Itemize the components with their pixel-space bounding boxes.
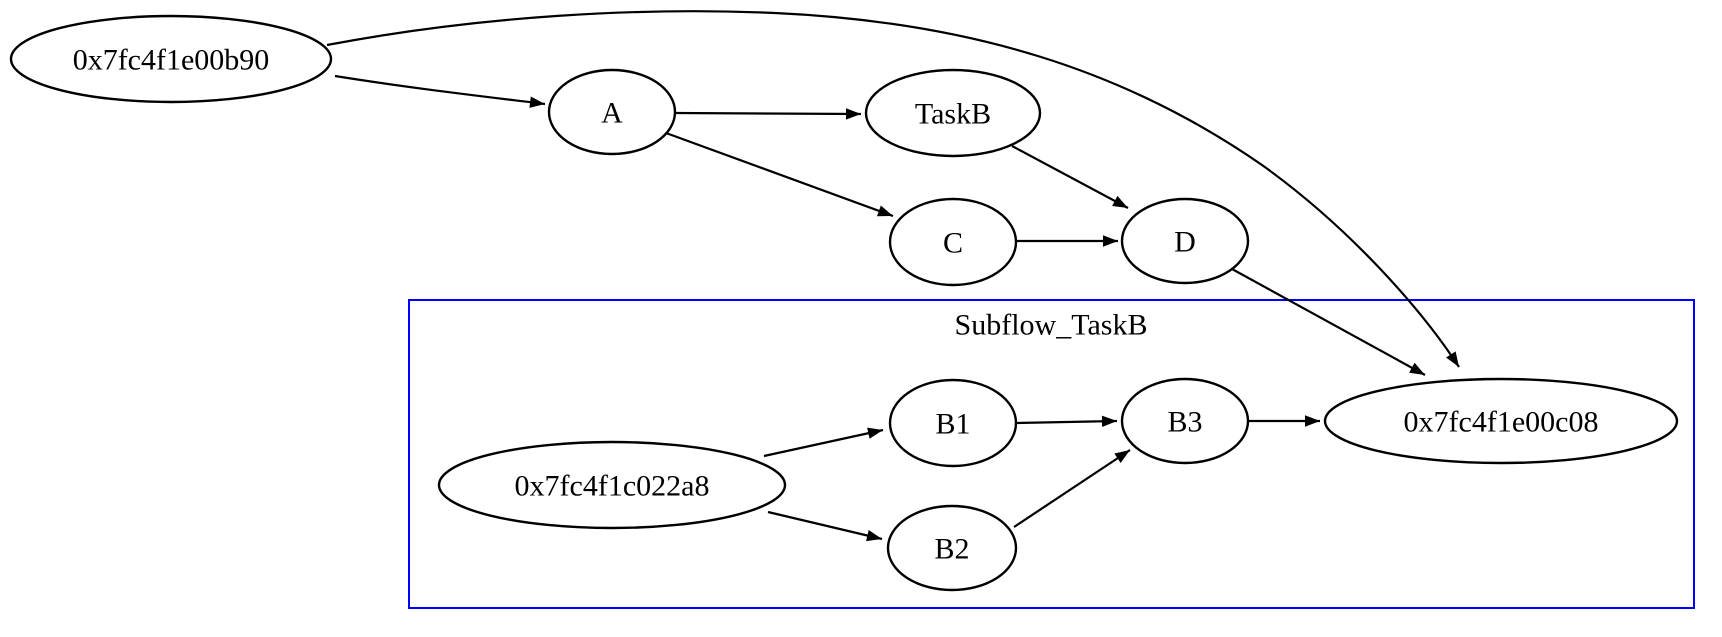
node-B1 <box>888 378 1018 468</box>
edge-subroot-B1 <box>763 427 884 458</box>
edge-subroot-B2 <box>767 510 883 542</box>
node-TaskB <box>864 68 1042 158</box>
edge-B1-B3 <box>1015 415 1118 427</box>
edge-D-end <box>1231 268 1426 376</box>
node-D <box>1120 197 1250 285</box>
node-label-D: D <box>1174 226 1196 259</box>
node-label-TaskB: TaskB <box>915 98 991 131</box>
node-label-B1: B1 <box>935 408 970 441</box>
node-end <box>1323 377 1679 465</box>
node-label-B3: B3 <box>1167 406 1202 439</box>
edge-TaskB-D <box>1011 145 1129 209</box>
cluster-box <box>408 299 1695 609</box>
edge-B2-B3 <box>1013 449 1131 528</box>
node-label-C: C <box>943 227 963 260</box>
cluster-label: Subflow_TaskB <box>955 309 1148 342</box>
edge-root-A <box>334 74 546 108</box>
node-B3 <box>1120 377 1250 465</box>
node-label-end: 0x7fc4f1e00c08 <box>1404 406 1599 439</box>
node-label-subroot: 0x7fc4f1c022a8 <box>515 470 710 503</box>
edge-A-C <box>665 131 894 218</box>
node-A <box>547 68 677 156</box>
node-label-root: 0x7fc4f1e00b90 <box>73 44 270 77</box>
edge-A-TaskB <box>674 108 862 120</box>
node-C <box>888 197 1018 287</box>
node-subroot <box>437 440 787 530</box>
edge-root-end <box>326 10 1460 368</box>
node-label-A: A <box>601 97 623 130</box>
node-label-B2: B2 <box>934 533 969 566</box>
node-B2 <box>886 504 1018 592</box>
node-root <box>9 14 333 104</box>
